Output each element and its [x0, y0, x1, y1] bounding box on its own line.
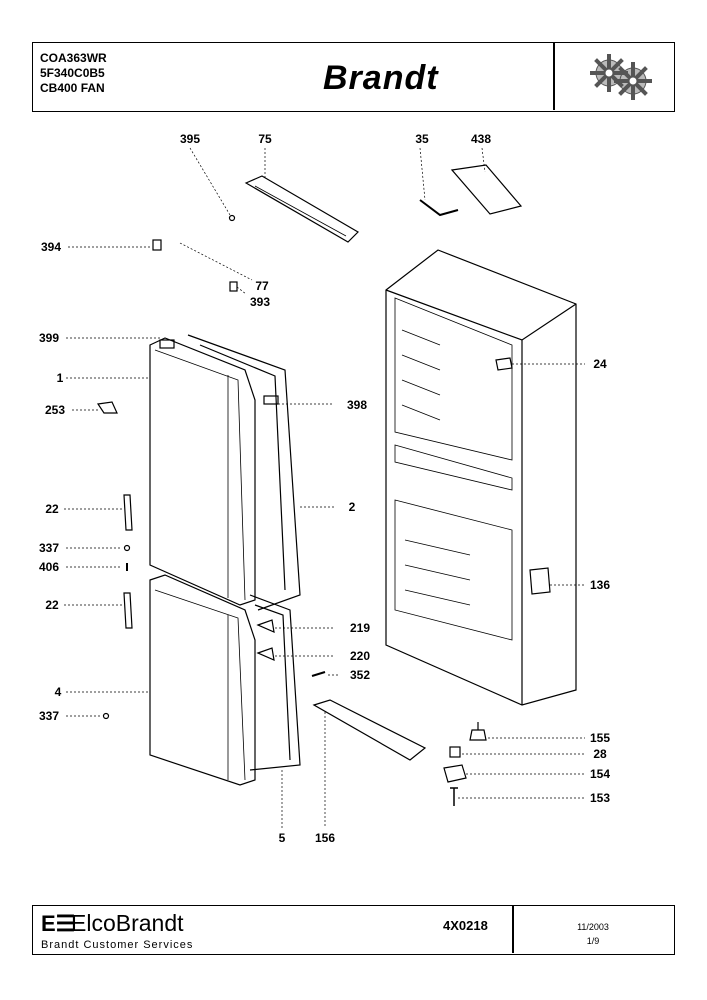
brand-logo: Brandt: [323, 59, 439, 97]
callout-438: 438: [471, 132, 491, 146]
freezer-compartment: [394, 499, 513, 641]
callout-220: 220: [350, 649, 370, 663]
upper-door-panel: [154, 349, 246, 601]
top-panel-detail: [254, 185, 347, 237]
hinge-bracket-220: [256, 647, 275, 661]
hinge-cover-left: [159, 339, 175, 349]
callout-153: 153: [590, 791, 610, 805]
fridge-compartment: [394, 297, 513, 461]
callout-337-lower: 337: [39, 709, 59, 723]
screw-337-lower: [102, 712, 110, 720]
title-block-footer: E☰ ElcoBrandt Brandt Customer Services 4…: [32, 905, 675, 955]
compartment-divider: [394, 444, 513, 491]
lower-door-gasket: [249, 594, 301, 771]
callout-155: 155: [590, 731, 610, 745]
callout-77: 77: [255, 279, 269, 293]
callout-394: 394: [41, 240, 61, 254]
callout-22-lower: 22: [45, 598, 59, 612]
callout-398: 398: [347, 398, 367, 412]
model-code: COA363WR: [40, 51, 107, 65]
lower-hinge: [529, 567, 551, 595]
upper-door: [149, 337, 256, 606]
freezer-drawers: [404, 539, 471, 606]
callout-136: 136: [590, 578, 610, 592]
wire-bracket: [419, 199, 459, 217]
adjustable-foot: [469, 722, 487, 741]
callout-253: 253: [45, 403, 65, 417]
page-number: 1/9: [586, 936, 600, 946]
hinge-bracket-219: [256, 619, 275, 633]
clip-part: [152, 239, 162, 251]
document-date: 11/2003: [577, 922, 609, 932]
callout-5: 5: [279, 831, 286, 845]
callout-393: 393: [250, 295, 270, 309]
lower-door-panel: [154, 589, 246, 781]
model-variant: CB400 FAN: [40, 81, 105, 95]
elcobrandt-logo-icon: E☰: [41, 911, 76, 936]
door-shelves: [401, 329, 441, 421]
screw-153: [450, 787, 458, 806]
callout-156: 156: [315, 831, 335, 845]
callout-337-upper: 337: [39, 541, 59, 555]
cabinet-outline: [385, 249, 577, 706]
callout-28: 28: [593, 747, 607, 761]
company-subtitle: Brandt Customer Services: [41, 939, 194, 951]
title-block-header: COA363WR 5F340C0B5 CB400 FAN Brandt: [32, 42, 675, 112]
screw-337-upper: [123, 544, 131, 552]
handle-cover: [96, 401, 118, 414]
callout-2: 2: [349, 500, 356, 514]
callout-406: 406: [39, 560, 59, 574]
hinge-part: [495, 357, 513, 371]
callout-75: 75: [258, 132, 272, 146]
pin-part: [229, 281, 238, 292]
lower-handle: [123, 592, 133, 629]
callout-154: 154: [590, 767, 610, 781]
callout-4: 4: [55, 685, 62, 699]
callout-395: 395: [180, 132, 200, 146]
callout-399: 399: [39, 331, 59, 345]
footer-divider: [512, 906, 514, 953]
callout-labels: 395 75 35 438 394 77 393 399 1 253 398 2…: [39, 132, 610, 845]
callout-35: 35: [415, 132, 429, 146]
upper-door-gasket: [187, 334, 301, 611]
company-name: ElcoBrandt: [71, 910, 184, 936]
document-reference: 4X0218: [443, 918, 488, 933]
header-divider: [553, 43, 555, 110]
callout-24: 24: [593, 357, 607, 371]
electronic-board: [450, 164, 523, 215]
upper-handle: [123, 494, 133, 531]
clip-352: [311, 671, 326, 677]
top-panel: [244, 175, 359, 243]
plinth-grille: [312, 699, 427, 761]
callout-22-upper: 22: [45, 502, 59, 516]
callout-219: 219: [350, 621, 370, 635]
foot-bracket: [443, 764, 467, 783]
callout-1: 1: [57, 371, 64, 385]
foot-cap: [449, 746, 461, 758]
callout-352: 352: [350, 668, 370, 682]
gears-icon: [590, 54, 652, 100]
product-code: 5F340C0B5: [40, 66, 105, 80]
screw-395: [228, 214, 236, 222]
lower-door: [149, 574, 256, 786]
hinge-cover-right: [263, 395, 279, 405]
